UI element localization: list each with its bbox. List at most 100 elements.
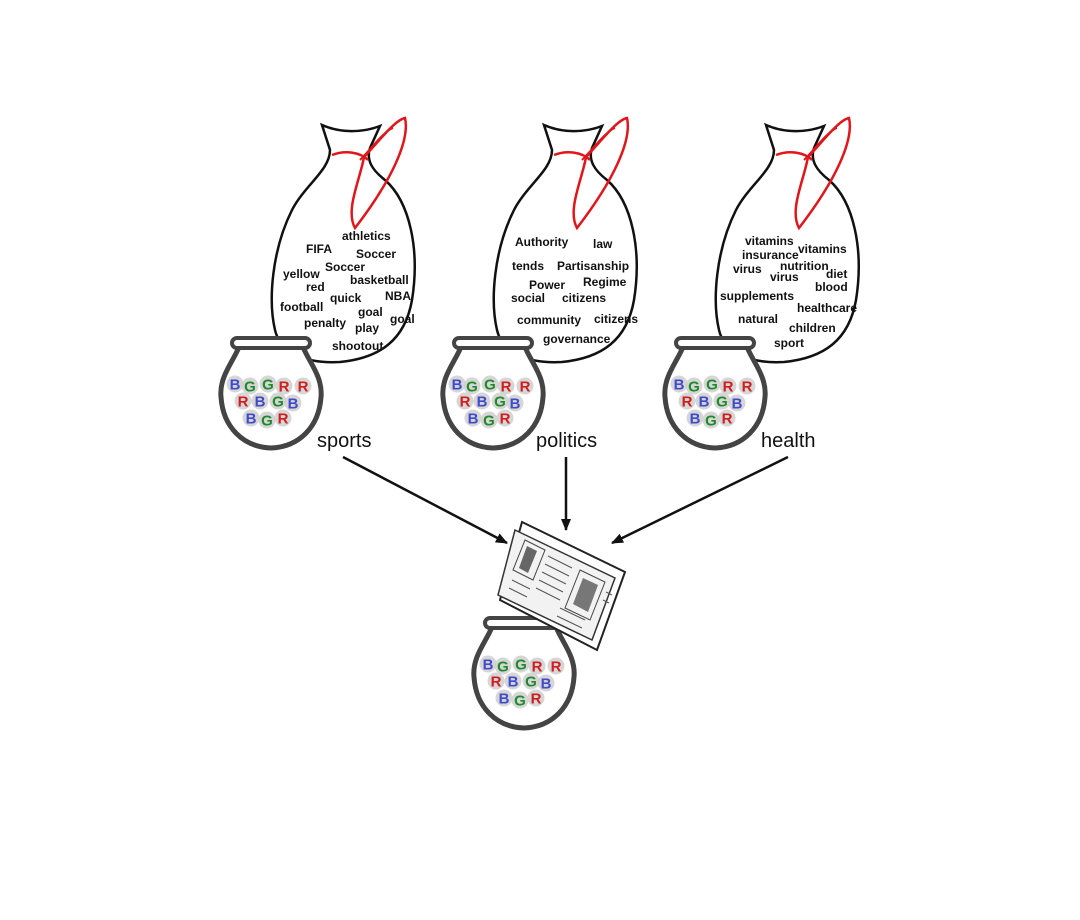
ball-letter: B [699, 394, 710, 411]
ball-R: R [274, 409, 292, 428]
ball-G: G [522, 672, 540, 691]
bag-word: yellow [283, 267, 320, 281]
ball-B: B [251, 392, 269, 411]
ball-letter: R [501, 379, 512, 396]
ball-letter: B [288, 396, 299, 413]
bag-word: citizens [594, 312, 638, 326]
ball-letter: R [279, 379, 290, 396]
bag-words-politics: Authority law tends Partisanship Power R… [511, 235, 638, 346]
ball-letter: B [541, 676, 552, 693]
ball-letter: R [298, 379, 309, 396]
bag-word: law [593, 237, 613, 251]
ball-R: R [527, 689, 545, 708]
bag-word: penalty [304, 316, 346, 330]
ball-G: G [702, 411, 720, 430]
ball-G: G [241, 377, 259, 396]
bag-word: quick [330, 291, 362, 305]
ball-R: R [678, 392, 696, 411]
bag-word: tends [512, 259, 544, 273]
ball-letter: R [491, 674, 502, 691]
drawstring-icon [553, 116, 630, 231]
ball-G: G [512, 655, 530, 674]
bag-word: nutrition [780, 259, 829, 273]
bag-word: governance [543, 332, 611, 346]
ball-B: B [728, 394, 746, 413]
ball-letter: G [494, 394, 506, 411]
ball-letter: G [706, 377, 718, 394]
bag-words-health: vitamins vitamins insurance nutrition vi… [720, 234, 857, 350]
bag-word: social [511, 291, 545, 305]
ball-B: B [473, 392, 491, 411]
ball-letter: R [723, 379, 734, 396]
ball-R: R [719, 377, 737, 396]
bag-word: FIFA [306, 242, 332, 256]
drawstring-icon [775, 116, 852, 231]
ball-letter: B [508, 674, 519, 691]
ball-R: R [738, 377, 756, 396]
bag-word: virus [770, 270, 799, 284]
ball-B: B [448, 375, 466, 394]
ball-letter: G [705, 413, 717, 430]
newspaper-icon [497, 520, 627, 652]
ball-letter: B [510, 396, 521, 413]
bag-word: athletics [342, 229, 391, 243]
bag-word: blood [815, 280, 848, 294]
bag-icon [492, 116, 638, 364]
ball-letter: R [460, 394, 471, 411]
bag-word: goal [390, 312, 415, 326]
bag-word: play [355, 321, 379, 335]
bag-word: sport [774, 336, 804, 350]
topic-label-sports: sports [317, 430, 371, 452]
bag-word: Regime [583, 275, 627, 289]
ball-letter: G [483, 413, 495, 430]
bag-word: children [789, 321, 836, 335]
bag-word: red [306, 280, 325, 294]
bag-word: community [517, 313, 581, 327]
ball-letter: B [230, 377, 241, 394]
ball-G: G [703, 375, 721, 394]
ball-letter: B [690, 411, 701, 428]
bag-word: virus [733, 262, 762, 276]
ball-G: G [480, 411, 498, 430]
ball-B: B [670, 375, 688, 394]
bag-word: vitamins [798, 242, 847, 256]
ball-G: G [511, 691, 529, 710]
ball-R: R [516, 377, 534, 396]
ball-G: G [481, 375, 499, 394]
ball-G: G [494, 657, 512, 676]
ball-G: G [491, 392, 509, 411]
arrow-icon [342, 455, 508, 545]
ball-letter: R [742, 379, 753, 396]
ball-R: R [528, 657, 546, 676]
bag-icon [270, 116, 416, 364]
ball-R: R [487, 672, 505, 691]
ball-letter: G [261, 413, 273, 430]
bag-word: basketball [350, 273, 409, 287]
ball-letter: G [525, 674, 537, 691]
ball-letter: B [255, 394, 266, 411]
ball-letter: B [452, 377, 463, 394]
bag-words-sports: athletics FIFA Soccer Soccer yellow bask… [280, 229, 415, 353]
ball-letter: R [682, 394, 693, 411]
ball-R: R [294, 377, 312, 396]
ball-letter: R [520, 379, 531, 396]
ball-letter: B [732, 396, 743, 413]
ball-B: B [226, 375, 244, 394]
ball-letter: R [500, 411, 511, 428]
bag-word: NBA [385, 289, 411, 303]
ball-G: G [269, 392, 287, 411]
ball-R: R [497, 377, 515, 396]
ball-B: B [242, 409, 260, 428]
bag-word: vitamins [745, 234, 794, 248]
bag-word: goal [358, 305, 383, 319]
ball-G: G [463, 377, 481, 396]
ball-B: B [284, 394, 302, 413]
ball-G: G [713, 392, 731, 411]
topic-label-politics: politics [536, 430, 597, 452]
